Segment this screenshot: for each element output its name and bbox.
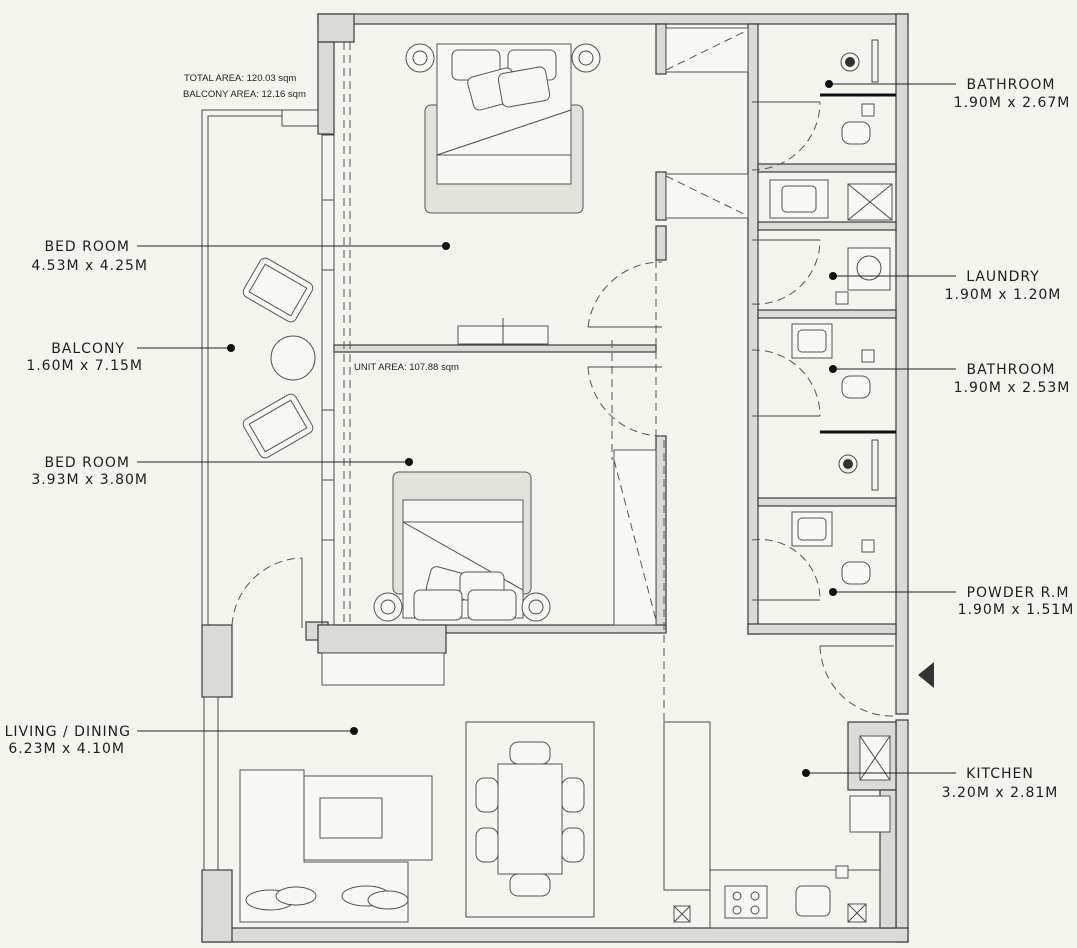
kitchen-name: KITCHEN bbox=[966, 766, 1034, 782]
bedroom2-dims: 3.93M x 3.80M bbox=[31, 472, 148, 488]
area-labels: TOTAL AREA: 120.03 sqm BALCONY AREA: 12.… bbox=[183, 73, 459, 373]
bedroom2-furniture bbox=[321, 449, 657, 686]
bedroom1-dims: 4.53M x 4.25M bbox=[31, 258, 148, 274]
powder-name: POWDER R.M bbox=[967, 585, 1070, 601]
living-furniture bbox=[239, 721, 891, 923]
laundry-dims: 1.90M x 1.20M bbox=[945, 287, 1062, 303]
unit-area-label: UNIT AREA: 107.88 sqm bbox=[354, 362, 459, 373]
bathroom1-dims: 1.90M x 2.67M bbox=[954, 95, 1071, 111]
bathroom1-name: BATHROOM bbox=[966, 77, 1055, 93]
balcony-dims: 1.60M x 7.15M bbox=[26, 358, 143, 374]
room-labels-left: BED ROOM 4.53M x 4.25M BALCONY 1.60M x 7… bbox=[5, 239, 450, 757]
bathroom2-name: BATHROOM bbox=[966, 362, 1055, 378]
total-area-label: TOTAL AREA: 120.03 sqm bbox=[184, 73, 296, 84]
bedroom1-furniture bbox=[405, 43, 601, 345]
balcony-outline bbox=[201, 42, 351, 626]
balcony-area-label: BALCONY AREA: 12.16 sqm bbox=[183, 89, 306, 100]
kitchen-dims: 3.20M x 2.81M bbox=[942, 785, 1059, 801]
laundry-name: LAUNDRY bbox=[966, 269, 1040, 285]
room-labels-right: BATHROOM 1.90M x 2.67M LAUNDRY 1.90M x 1… bbox=[802, 77, 1075, 801]
powder-dims: 1.90M x 1.51M bbox=[958, 602, 1075, 618]
doors bbox=[231, 101, 934, 717]
bathroom2-dims: 1.90M x 2.53M bbox=[954, 380, 1071, 396]
balcony-furniture bbox=[242, 257, 316, 459]
wet-area-fixtures bbox=[769, 39, 896, 585]
balcony-name: BALCONY bbox=[51, 341, 125, 357]
bedroom1-name: BED ROOM bbox=[44, 239, 130, 255]
corridor-closets bbox=[611, 27, 749, 722]
living-dims: 6.23M x 4.10M bbox=[8, 741, 125, 757]
bedroom2-name: BED ROOM bbox=[44, 455, 130, 471]
living-name: LIVING / DINING bbox=[5, 724, 131, 740]
